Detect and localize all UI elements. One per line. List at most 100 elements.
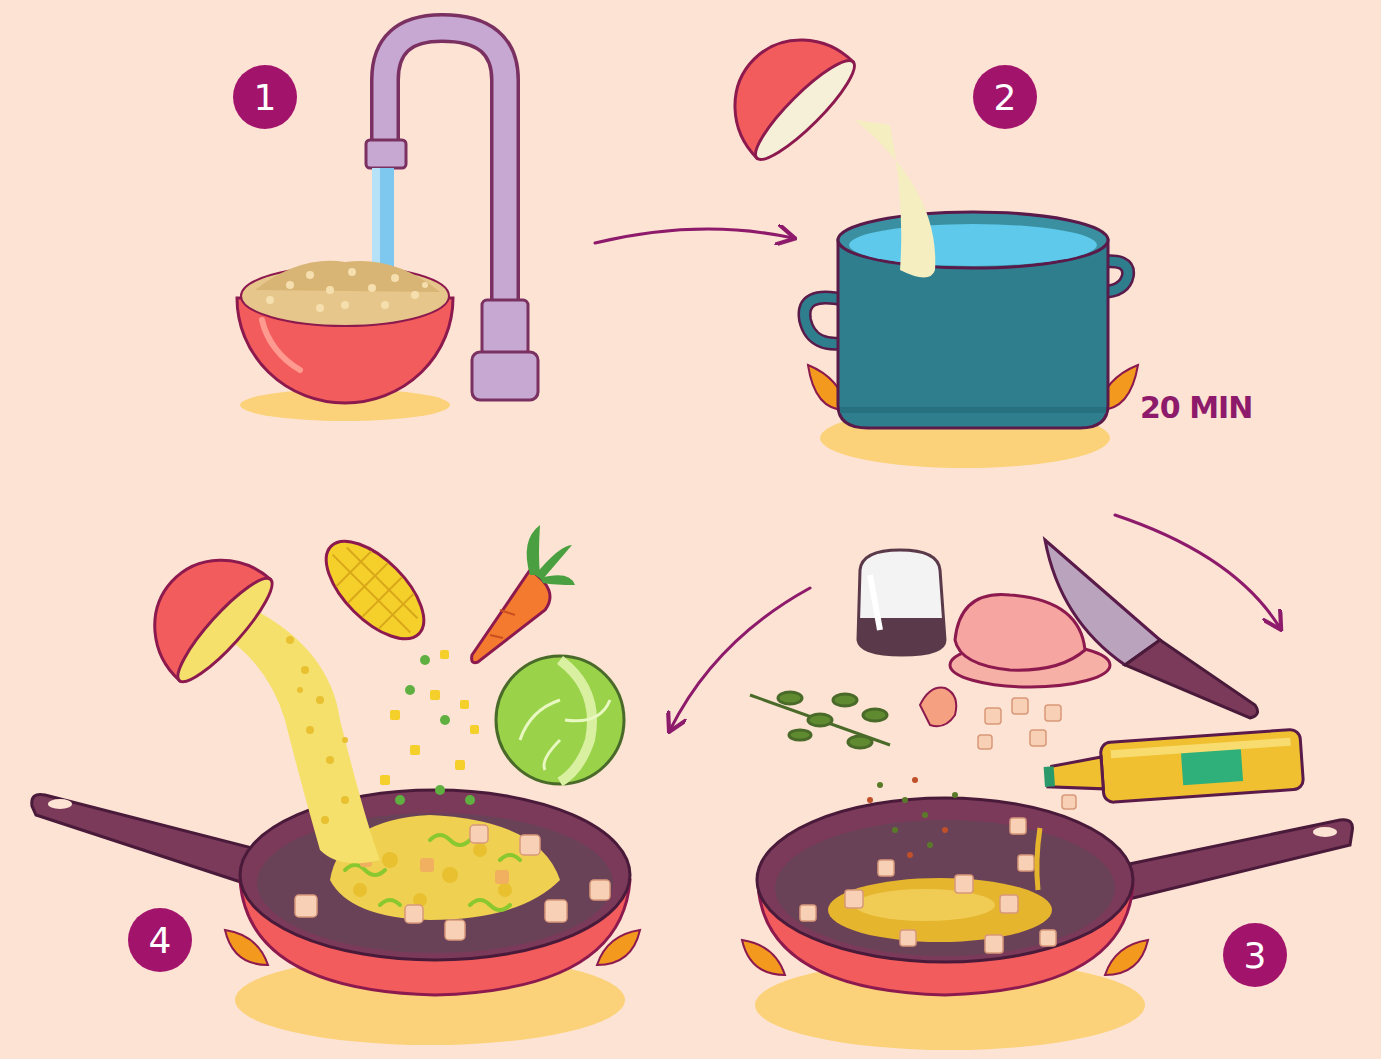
rinse-scene (482, 300, 528, 355)
mix-scene (435, 785, 445, 795)
rinse-scene (255, 261, 440, 292)
saute-scene (1045, 705, 1061, 721)
saute-scene (920, 688, 956, 727)
rinse-scene (341, 301, 349, 309)
rinse-scene (306, 271, 314, 279)
rinse-scene (366, 140, 406, 168)
mix-scene (316, 531, 433, 648)
saute-scene (1111, 738, 1291, 759)
saute-scene (978, 735, 992, 749)
saute-scene (985, 708, 1001, 724)
mix-scene (420, 655, 430, 665)
mix-scene (472, 570, 550, 663)
saute-scene (1018, 855, 1034, 871)
step-badge: 4 (128, 908, 192, 972)
mix-scene (410, 745, 420, 755)
step-badge: 3 (1223, 923, 1287, 987)
rinse-scene (326, 286, 334, 294)
mix-scene (500, 855, 520, 860)
saute-scene (867, 797, 873, 803)
saute-scene (1313, 827, 1337, 837)
rinse-scene (381, 301, 389, 309)
saute-scene (863, 709, 887, 721)
rinse-scene (391, 274, 399, 282)
saute-scene (1040, 930, 1056, 946)
boil-scene (838, 212, 1108, 268)
saute-scene (1046, 757, 1103, 793)
mix-scene (590, 880, 610, 900)
mix-scene (440, 715, 450, 725)
saute-scene (858, 618, 945, 655)
saute-scene (877, 782, 958, 848)
saute-scene (750, 692, 890, 748)
mix-scene (430, 835, 470, 845)
boil-scene (746, 51, 865, 170)
mix-scene (301, 666, 309, 674)
mix-scene (405, 905, 423, 923)
saute-scene (1012, 698, 1028, 714)
saute-scene (1044, 766, 1055, 787)
mix-scene (445, 920, 465, 940)
step-number: 2 (994, 77, 1017, 118)
saute-scene (1125, 640, 1258, 718)
mix-scene (360, 855, 509, 884)
mix-scene (382, 852, 398, 868)
mix-scene (310, 525, 440, 655)
mix-scene (32, 794, 260, 885)
mix-scene (257, 813, 613, 953)
saute-scene (985, 935, 1003, 953)
mix-scene (126, 531, 282, 691)
mix-scene (48, 799, 72, 809)
mix-scene (496, 656, 624, 784)
saute-scene (742, 940, 785, 975)
saute-scene (900, 930, 916, 946)
mix-scene (326, 756, 334, 764)
saute-scene (800, 698, 1076, 953)
mix-scene (310, 525, 440, 655)
boil-scene (849, 224, 1097, 266)
rinse-scene (368, 284, 376, 292)
saute-scene (922, 812, 928, 818)
boil-scene (855, 120, 935, 278)
saute-scene (789, 730, 811, 740)
saute-scene (845, 890, 863, 908)
mix-scene (168, 569, 283, 691)
step-badge: 2 (973, 65, 1037, 129)
mix-scene (470, 900, 510, 910)
rinse-scene (411, 291, 419, 299)
mix-scene (295, 895, 317, 917)
rinse-scene (286, 281, 294, 289)
saute-scene (952, 792, 958, 798)
rinse-scene (472, 352, 538, 400)
step-number: 1 (254, 77, 277, 118)
flow-arrow (595, 229, 1280, 730)
saute-scene (912, 777, 918, 783)
boil-scene (706, 11, 864, 169)
rinse-scene (422, 282, 428, 288)
saute-scene (942, 827, 948, 833)
mix-scene (395, 795, 405, 805)
saute-scene (1105, 940, 1148, 975)
mix-scene (32, 525, 640, 1045)
rinse-scene (262, 320, 300, 370)
mix-scene (545, 900, 567, 922)
rinse-scene (266, 296, 274, 304)
mix-scene (390, 710, 400, 720)
mix-scene (527, 525, 540, 575)
flow-arrow (1115, 515, 1280, 628)
saute-scene (1037, 828, 1040, 890)
mix-scene (240, 790, 630, 960)
step-badge: 1 (233, 65, 297, 129)
saute-scene (955, 875, 973, 893)
saute-scene (775, 820, 1115, 956)
step-number: 3 (1244, 935, 1267, 976)
saute-scene (907, 852, 913, 858)
mix-scene (380, 775, 390, 785)
rinse-scene (266, 268, 428, 312)
mix-scene (342, 737, 348, 743)
saute-scene (878, 860, 894, 876)
step-number: 4 (149, 920, 172, 961)
flow-arrow (595, 229, 793, 243)
mix-scene (490, 610, 515, 638)
